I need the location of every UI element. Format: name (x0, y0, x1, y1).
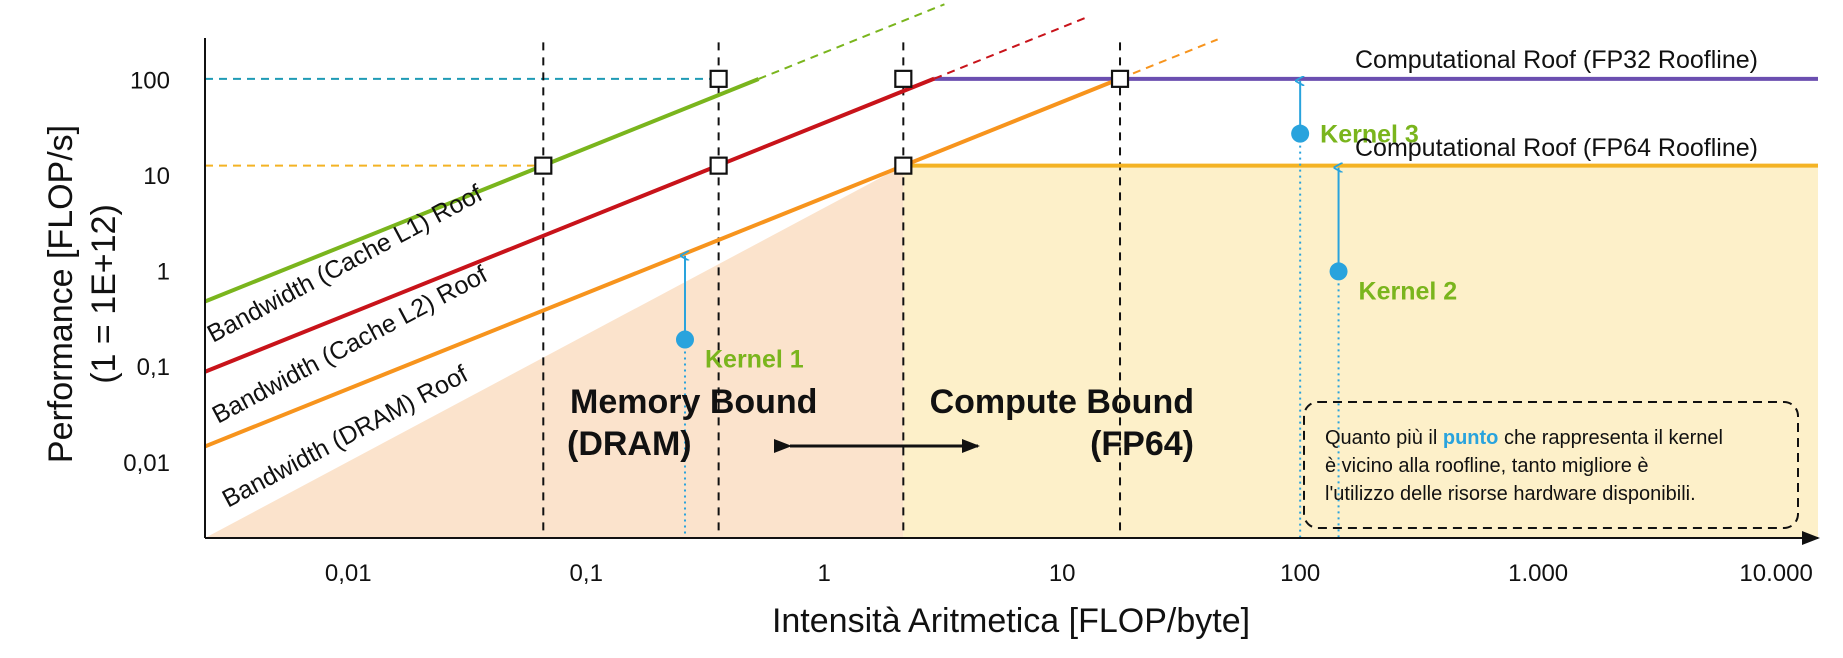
roof-label-fp32: Computational Roof (FP32 Roofline) (1355, 46, 1758, 74)
y-tick-label: 0,1 (137, 354, 170, 381)
bandwidth-line-dram (204, 76, 1121, 449)
intersection-marker-6 (1110, 69, 1130, 88)
axes (204, 38, 1820, 545)
kernel-1-label: Kernel 1 (705, 346, 804, 374)
y-tick-labels: 0,01 0,1 1 10 100 (123, 67, 170, 477)
y-axis-subtitle: (1 = 1E+12) (85, 204, 123, 384)
compute-bound-sublabel: (FP64) (1090, 425, 1194, 463)
kernel-3-point (1291, 124, 1310, 143)
kernel-2-label: Kernel 2 (1359, 277, 1458, 305)
y-tick-label: 10 (143, 163, 170, 190)
x-tick-label: 0,1 (570, 560, 603, 587)
kernel-2-point (1329, 262, 1348, 281)
intersection-marker-3 (894, 156, 913, 175)
note-border (1303, 401, 1799, 529)
region-shading (205, 165, 1818, 538)
roof-lines (204, 3, 1818, 449)
memory-bound-label: Memory Bound (570, 383, 817, 421)
x-tick-label: 0,01 (325, 560, 372, 587)
guide-lines (205, 42, 1122, 538)
roof-label-fp64: Computational Roof (FP64 Roofline) (1355, 134, 1758, 162)
x-tick-label: 10.000 (1739, 560, 1812, 587)
y-axis-title: Performance [FLOP/s] (42, 125, 80, 463)
y-tick-label: 0,01 (123, 450, 170, 477)
x-tick-label: 1 (818, 560, 831, 587)
intersection-marker-2 (709, 156, 728, 175)
kernel-1-point (675, 330, 694, 349)
bandwidth-extension-dram (1119, 38, 1219, 80)
bandwidth-label-l1: Bandwidth (Cache L1) Roof (203, 179, 487, 348)
compute-bound-label: Compute Bound (930, 383, 1194, 421)
bandwidth-line-l2 (204, 76, 935, 374)
x-tick-label: 10 (1049, 560, 1076, 587)
intersection-marker-5 (894, 69, 913, 88)
y-tick-label: 100 (130, 67, 170, 94)
x-tick-label: 100 (1280, 560, 1320, 587)
note-box: Quanto più il punto che rappresenta il k… (1303, 401, 1799, 529)
intersection-markers (534, 69, 1130, 175)
x-tick-labels: 0,01 0,1 1 10 100 1.000 10.000 (325, 560, 1813, 587)
x-axis-title: Intensità Aritmetica [FLOP/byte] (772, 602, 1250, 640)
compute-bound-region (903, 165, 1818, 538)
bandwidth-label-l2: Bandwidth (Cache L2) Roof (208, 260, 492, 429)
kernels-group: Kernel 1 Kernel 2 Kernel 3 (675, 81, 1458, 538)
intersection-marker-1 (534, 156, 553, 175)
bandwidth-extension-l1 (758, 3, 945, 80)
intersection-marker-4 (709, 69, 728, 88)
memory-bound-sublabel: (DRAM) (567, 425, 692, 463)
note-line-1: Quanto più il punto che rappresenta il k… (1325, 427, 1723, 449)
note-line-2: è vicino alla roofline, tanto migliore è (1325, 455, 1649, 477)
note-line-3: l'utilizzo delle risorse hardware dispon… (1325, 483, 1696, 505)
bandwidth-extension-l2 (933, 15, 1090, 80)
bandwidth-line-l1 (204, 77, 760, 304)
x-tick-label: 1.000 (1508, 560, 1568, 587)
y-tick-label: 1 (157, 259, 170, 286)
memory-bound-region (205, 165, 904, 538)
kernel-3-label: Kernel 3 (1320, 121, 1419, 149)
note-highlight: punto (1443, 427, 1499, 449)
